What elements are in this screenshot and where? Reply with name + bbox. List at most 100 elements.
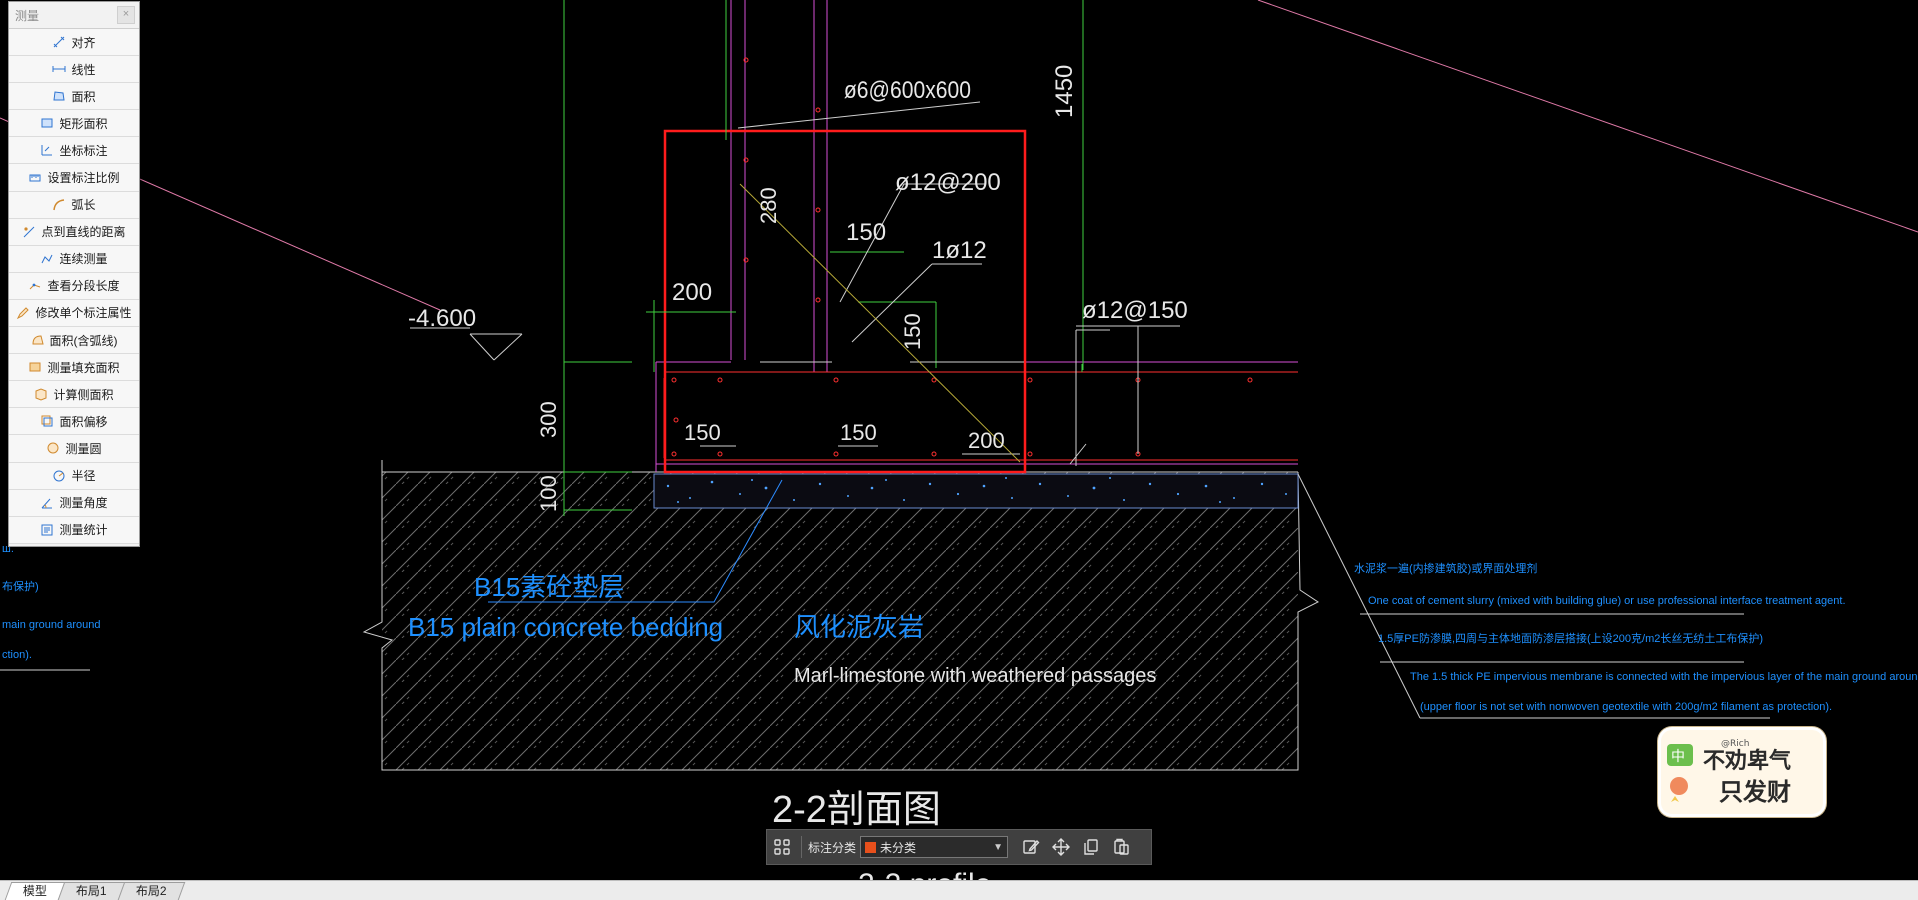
close-button[interactable]: × (117, 6, 135, 24)
measure-tool-label: 对齐 (71, 35, 96, 50)
measure-tool-label: 测量填充面积 (47, 360, 120, 375)
angle-icon (42, 498, 53, 509)
measure-tool-label: 连续测量 (59, 252, 108, 267)
diagonal-line (739, 183, 1021, 463)
bedding-cn-label: B15素砼垫层 (474, 572, 624, 602)
dim-280: 280 (756, 187, 781, 224)
dimension-lines (563, 0, 1084, 516)
cad-canvas[interactable]: ø6@600x600 ø12@200 1ø12 ø12@150 150 200 … (0, 0, 1918, 880)
measure-tool-label: 面积(含弧线) (49, 333, 118, 348)
move-button[interactable] (1046, 832, 1076, 862)
measure-tool-label: 查看分段长度 (47, 279, 120, 294)
selection-box[interactable] (663, 129, 1027, 474)
measure-tool-align-dimension[interactable]: 对齐 (9, 29, 139, 57)
measure-tool-label: 面积 (71, 89, 96, 104)
measure-tool-label: 测量圆 (65, 441, 102, 456)
annotation-toolbar: 标注分类 未分类 ▼ (766, 829, 1152, 865)
rect-area-icon (41, 118, 53, 128)
measure-tool-area[interactable]: 面积 (9, 83, 139, 111)
dim-150-d: 150 (840, 420, 877, 445)
measure-tool-fill-area[interactable]: 测量填充面积 (9, 354, 139, 382)
area-offset-icon (41, 415, 53, 427)
emoji-sticker: 中 不劝卑气 只发财 @Rich (1658, 727, 1826, 817)
measure-tool-label: 半径 (71, 469, 96, 484)
measure-tool-point-line-distance[interactable]: 点到直线的距离 (9, 218, 139, 246)
grid-menu-button[interactable] (767, 832, 797, 862)
measure-tool-label: 线性 (71, 62, 96, 77)
measure-tool-continuous-measure[interactable]: 连续测量 (9, 245, 139, 273)
dim-150-b: 150 (900, 313, 925, 350)
category-select[interactable]: 未分类 ▼ (860, 836, 1009, 858)
chevron-down-icon: ▼ (993, 841, 1004, 853)
radius-icon (53, 470, 65, 482)
measure-tool-label: 矩形面积 (59, 116, 108, 131)
measure-tool-rect-area[interactable]: 矩形面积 (9, 110, 139, 138)
area-icon (53, 91, 66, 101)
measure-tool-segment-length[interactable]: 查看分段长度 (9, 272, 139, 300)
move-icon (1052, 838, 1071, 856)
left-fragment-2: 布保护) (2, 579, 39, 593)
soil-hatch (382, 472, 1298, 770)
rock-en-label: Marl-limestone with weathered passages (794, 665, 1156, 687)
paste-icon (1114, 838, 1129, 855)
measure-tool-label: 修改单个标注属性 (35, 306, 132, 321)
measure-tool-angle[interactable]: 测量角度 (9, 489, 139, 517)
scale-icon (29, 174, 41, 182)
dim-150-a: 150 (846, 219, 886, 246)
measure-tool-statistics[interactable]: 测量统计 (9, 516, 139, 544)
sticker-line-1: 不劝卑气 (1703, 748, 1791, 774)
tab-model[interactable]: 模型 (4, 882, 66, 900)
note1-en: One coat of cement slurry (mixed with bu… (1368, 595, 1846, 607)
svg-text:中: 中 (1671, 749, 1685, 765)
leader-lines (0, 101, 1770, 719)
measure-tool-linear-dimension[interactable]: 线性 (9, 56, 139, 84)
measure-tool-label: 面积偏移 (59, 414, 108, 429)
edit-button[interactable] (1016, 832, 1046, 862)
tab-layout-2[interactable]: 布局2 (117, 882, 185, 900)
measure-tool-label: 测量统计 (59, 523, 108, 538)
measure-panel-header[interactable]: 测量 × (9, 2, 139, 29)
measure-tool-side-area[interactable]: 计算侧面积 (9, 381, 139, 409)
category-label: 标注分类 (808, 840, 857, 855)
rock-cn-label: 风化泥灰岩 (794, 612, 924, 642)
measure-tool-arc-length[interactable]: 弧长 (9, 191, 139, 219)
measure-tool-label: 坐标标注 (59, 143, 108, 158)
measure-tool-edit-dimension[interactable]: 修改单个标注属性 (9, 299, 139, 328)
fill-area-icon (29, 362, 41, 372)
left-fragment-3: main ground around (2, 619, 100, 631)
grid-icon (774, 839, 790, 855)
note1-cn: 水泥浆一遍(内掺建筑胶)或界面处理剂 (1354, 561, 1537, 575)
structure-outline (655, 0, 1298, 472)
copy-icon (1084, 839, 1098, 855)
paste-button[interactable] (1106, 832, 1136, 862)
measure-tool-area-offset[interactable]: 面积偏移 (9, 408, 139, 436)
tab-label: 模型 (22, 884, 47, 898)
rebar-label-single: 1ø12 (932, 237, 987, 264)
note2-cn: 1.5厚PE防渗膜,四周与主体地面防渗层搭接(上设200克/m2长丝无纺土工布保… (1378, 631, 1763, 645)
circle-measure-icon (47, 442, 59, 454)
measure-tool-circle-measure[interactable]: 测量圆 (9, 435, 139, 463)
tab-label: 布局1 (75, 884, 107, 898)
edit-dimension-icon (17, 307, 30, 320)
tab-layout-1[interactable]: 布局1 (57, 882, 125, 900)
measure-tool-label: 设置标注比例 (47, 171, 120, 186)
guide-line (1257, 0, 1918, 233)
linear-dimension-icon (52, 66, 66, 73)
category-color-swatch (865, 841, 877, 853)
chat-bubble-icon (1667, 744, 1693, 766)
point-line-distance-icon (24, 226, 35, 238)
measure-tool-arc-area[interactable]: 面积(含弧线) (9, 327, 139, 355)
dim-200-left: 200 (672, 279, 712, 306)
measure-tool-radius[interactable]: 半径 (9, 462, 139, 490)
copy-button[interactable] (1076, 832, 1106, 862)
measure-tool-coordinate[interactable]: 坐标标注 (9, 137, 139, 165)
sticker-line-2: 只发财 (1719, 778, 1791, 806)
rebar-label-mid: ø12@200 (895, 169, 1001, 196)
shirt-icon (1670, 777, 1688, 795)
cad-drawing: ø6@600x600 ø12@200 1ø12 ø12@150 150 200 … (0, 0, 1918, 880)
dim-100: 100 (536, 475, 561, 512)
section-subtitle: 2-2 profile (858, 868, 991, 880)
measure-tool-list: 对齐线性面积矩形面积坐标标注设置标注比例弧长点到直线的距离连续测量查看分段长度修… (9, 29, 139, 544)
measure-tool-scale[interactable]: 设置标注比例 (9, 164, 139, 192)
bedding-leader (488, 479, 783, 603)
